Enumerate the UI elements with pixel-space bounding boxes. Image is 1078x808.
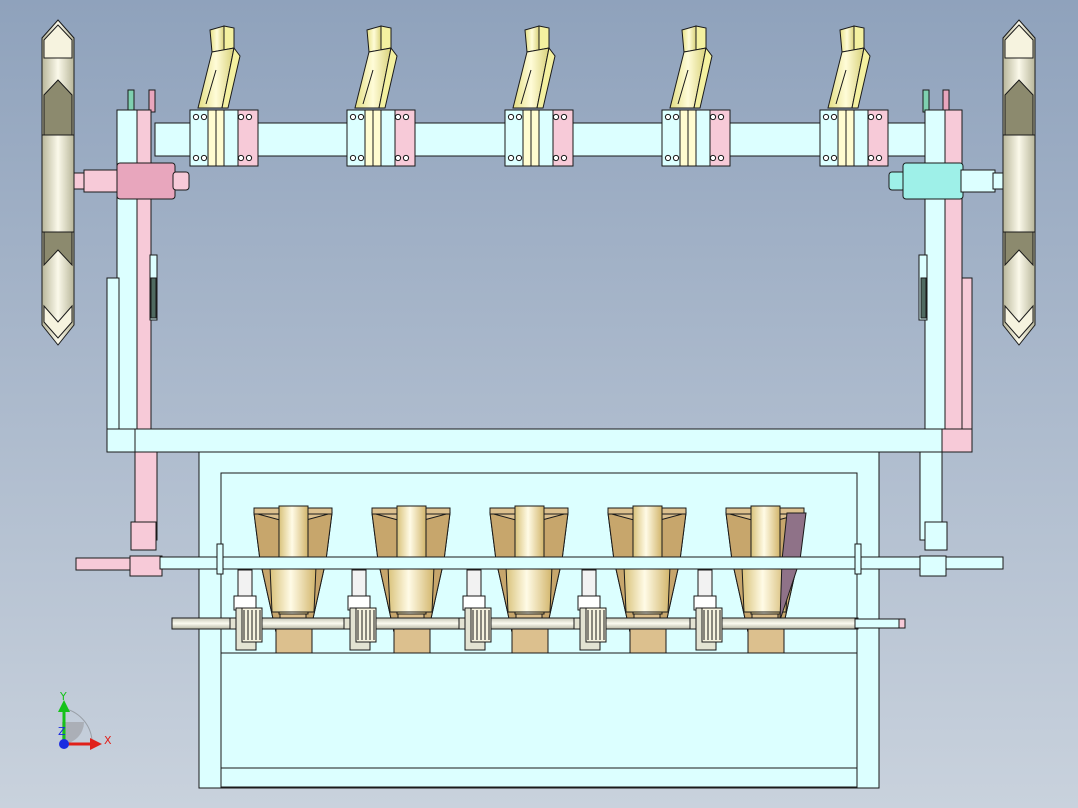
cone-group [197, 25, 871, 109]
upper-cross-shaft [75, 543, 1004, 577]
bearing-block-1 [189, 109, 259, 167]
left-pulley-wheel [41, 19, 75, 346]
bearing-block-3 [504, 109, 574, 167]
hopper-group [253, 505, 807, 654]
lower-cross-shaft [171, 617, 906, 630]
y-axis-label: Y [59, 690, 67, 703]
drive-gear-3 [458, 569, 492, 651]
base-beam [106, 428, 973, 453]
hopper-1 [253, 505, 333, 654]
coordinate-triad: Y X Z [58, 690, 112, 750]
drive-gear-5 [689, 569, 723, 651]
spinning-cone-2 [354, 25, 398, 109]
spinning-cone-3 [512, 25, 556, 109]
drive-gear-1 [229, 569, 263, 651]
drive-gear-4 [573, 569, 607, 651]
bearing-block-group [189, 109, 889, 167]
bearing-block-4 [661, 109, 731, 167]
spinning-cone-5 [827, 25, 871, 109]
bearing-block-2 [346, 109, 416, 167]
left-drive-shaft [71, 162, 190, 200]
spinning-cone-4 [669, 25, 713, 109]
spinning-cone-1 [197, 25, 241, 109]
z-axis-dot [59, 739, 69, 749]
y-axis-arrowhead [58, 700, 70, 712]
x-axis-arrowhead [90, 738, 102, 750]
bearing-block-5 [819, 109, 889, 167]
drive-gear-2 [343, 569, 377, 651]
gear-group [229, 569, 723, 651]
x-axis-label: X [104, 734, 112, 747]
right-pulley-wheel [1002, 19, 1036, 346]
right-drive-shaft [888, 162, 1006, 200]
z-axis-label: Z [58, 725, 66, 738]
